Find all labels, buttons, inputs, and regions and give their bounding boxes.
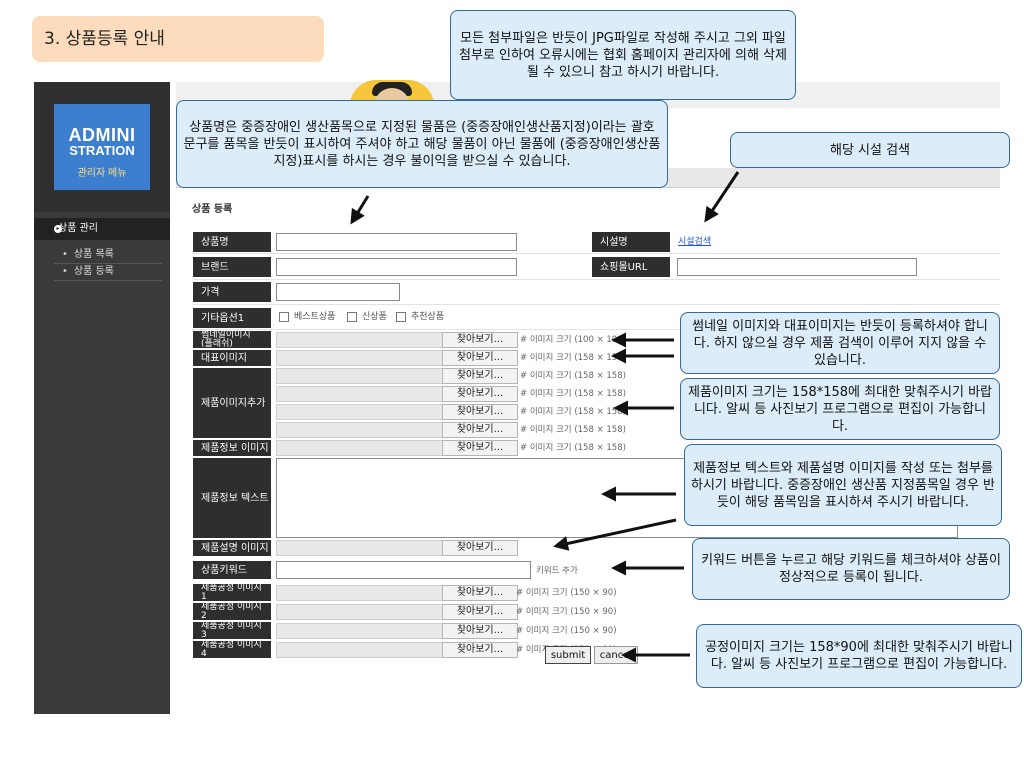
extra-image-1-browse-button[interactable]: 찾아보기... (442, 368, 518, 384)
product-name-input[interactable] (276, 233, 517, 251)
price-label: 가격 (193, 282, 271, 302)
recommended-product-checkbox[interactable] (396, 312, 406, 322)
brand-input[interactable] (276, 258, 517, 276)
process-image-2-browse-button[interactable]: 찾아보기... (442, 604, 518, 620)
extra-image-4-browse-button[interactable]: 찾아보기... (442, 422, 518, 438)
extra-image-4-size-note: # 이미지 크기 (158 × 158) (520, 425, 626, 435)
thumbnail-browse-button[interactable]: 찾아보기... (442, 332, 518, 348)
logo-line3: 관리자 메뉴 (77, 168, 127, 179)
callout-thumbnail: 썸네일 이미지와 대표이미지는 반듯이 등록하셔야 합니다. 하지 않으실 경우… (680, 312, 1000, 374)
desc-image-label: 제품설명 이미지 (193, 540, 271, 556)
process-image-1-label: 제품공정 이미지 1 (193, 583, 271, 601)
extra-image-3-size-note: # 이미지 크기 (158 × 158) (520, 407, 626, 417)
desc-image-browse-button[interactable]: 찾아보기... (442, 540, 518, 556)
main-image-label: 대표이미지 (193, 350, 271, 366)
logo-line2: STRATION (69, 143, 135, 158)
slide-title: 3. 상품등록 안내 (32, 16, 324, 62)
price-input[interactable] (276, 283, 400, 301)
info-text-label: 제품정보 텍스트 (193, 458, 271, 538)
submit-button[interactable]: submit (545, 646, 591, 664)
best-product-label: 베스트상품 (294, 312, 336, 322)
process-image-2-size-note: # 이미지 크기 (150 × 90) (516, 607, 617, 617)
keyword-input[interactable] (276, 561, 531, 579)
row-divider (193, 329, 1000, 330)
extra-image-2-size-note: # 이미지 크기 (158 × 158) (520, 389, 626, 399)
callout-product-name: 상품명은 중증장애인 생산품목으로 지정된 물품은 (중증장애인생산품지정)이라… (176, 100, 668, 188)
mall-url-label: 쇼핑몰URL (592, 257, 670, 277)
brand-label: 브랜드 (193, 257, 271, 277)
info-image-browse-button[interactable]: 찾아보기... (442, 440, 518, 456)
process-image-4-label: 제품공정 이미지 4 (193, 640, 271, 658)
row-divider (193, 304, 1000, 305)
extra-image-1-size-note: # 이미지 크기 (158 × 158) (520, 371, 626, 381)
info-image-size-note: # 이미지 크기 (158 × 158) (520, 443, 626, 453)
options-label: 기타옵션1 (193, 308, 271, 328)
process-image-1-browse-button[interactable]: 찾아보기... (442, 585, 518, 601)
process-image-4-browse-button[interactable]: 찾아보기... (442, 642, 518, 658)
extra-image-3-browse-button[interactable]: 찾아보기... (442, 404, 518, 420)
info-image-label: 제품정보 이미지 (193, 440, 271, 456)
callout-image-size-158: 제품이미지 크기는 158*158에 최대한 맞춰주시기 바랍니다. 알씨 등 … (680, 378, 1000, 440)
page-title: 상품 등록 (192, 204, 233, 215)
product-name-label: 상품명 (193, 232, 271, 252)
admin-logo[interactable]: ADMINI STRATION 관리자 메뉴 (54, 104, 150, 190)
new-product-checkbox[interactable] (347, 312, 357, 322)
callout-keyword: 키워드 버튼을 누르고 해당 키워드를 체크하셔야 상품이 정상적으로 등록이 … (692, 538, 1010, 600)
callout-attachments: 모든 첨부파일은 반듯이 JPG파일로 작성해 주시고 그외 파일 첨부로 인하… (450, 10, 796, 100)
main-image-size-note: # 이미지 크기 (158 × 158) (520, 353, 626, 363)
callout-product-info: 제품정보 텍스트와 제품설명 이미지를 작성 또는 첨부를 하시기 바랍니다. … (684, 444, 1002, 526)
mall-url-input[interactable] (677, 258, 917, 276)
sidebar-divider (54, 263, 162, 264)
new-product-label: 신상품 (362, 312, 387, 322)
row-divider (193, 253, 1000, 254)
process-image-3-size-note: # 이미지 크기 (150 × 90) (516, 626, 617, 636)
sidebar-section-label: 상품 관리 (58, 223, 98, 234)
sidebar-item-product-list[interactable]: 상품 목록 (62, 248, 162, 262)
sidebar-divider (54, 280, 162, 281)
facility-search-link[interactable]: 시설검색 (678, 237, 712, 247)
keyword-add-button[interactable]: 키워드 추가 (536, 566, 578, 576)
extra-image-2-browse-button[interactable]: 찾아보기... (442, 386, 518, 402)
logo-line1: ADMINI (68, 125, 136, 145)
thumbnail-size-note: # 이미지 크기 (100 × 100) (520, 335, 626, 345)
sidebar-item-product-register[interactable]: 상품 등록 (62, 265, 162, 279)
process-image-1-size-note: # 이미지 크기 (150 × 90) (516, 588, 617, 598)
chevron-right-icon: ▸ (54, 225, 62, 233)
callout-image-size-150: 공정이미지 크기는 158*90에 최대한 맞춰주시기 바랍니다. 알씨 등 사… (696, 624, 1022, 688)
callout-facility-search: 해당 시설 검색 (730, 132, 1010, 168)
process-image-3-label: 제품공정 이미지 3 (193, 621, 271, 639)
facility-label: 시설명 (592, 232, 670, 252)
process-image-3-browse-button[interactable]: 찾아보기... (442, 623, 518, 639)
thumbnail-label: 썸네일이미지 (플래쉬) (193, 330, 271, 348)
extra-images-label: 제품이미지추가 (193, 368, 271, 438)
main-image-browse-button[interactable]: 찾아보기... (442, 350, 518, 366)
arrow-name (350, 195, 370, 225)
row-divider (193, 279, 1000, 280)
recommended-product-label: 추천상품 (411, 312, 445, 322)
best-product-checkbox[interactable] (279, 312, 289, 322)
sidebar-section-product[interactable]: 상품 관리 (34, 218, 170, 240)
cancel-button[interactable]: cancel (594, 646, 638, 664)
keyword-label: 상품키워드 (193, 561, 271, 579)
process-image-2-label: 제품공정 이미지 2 (193, 602, 271, 620)
